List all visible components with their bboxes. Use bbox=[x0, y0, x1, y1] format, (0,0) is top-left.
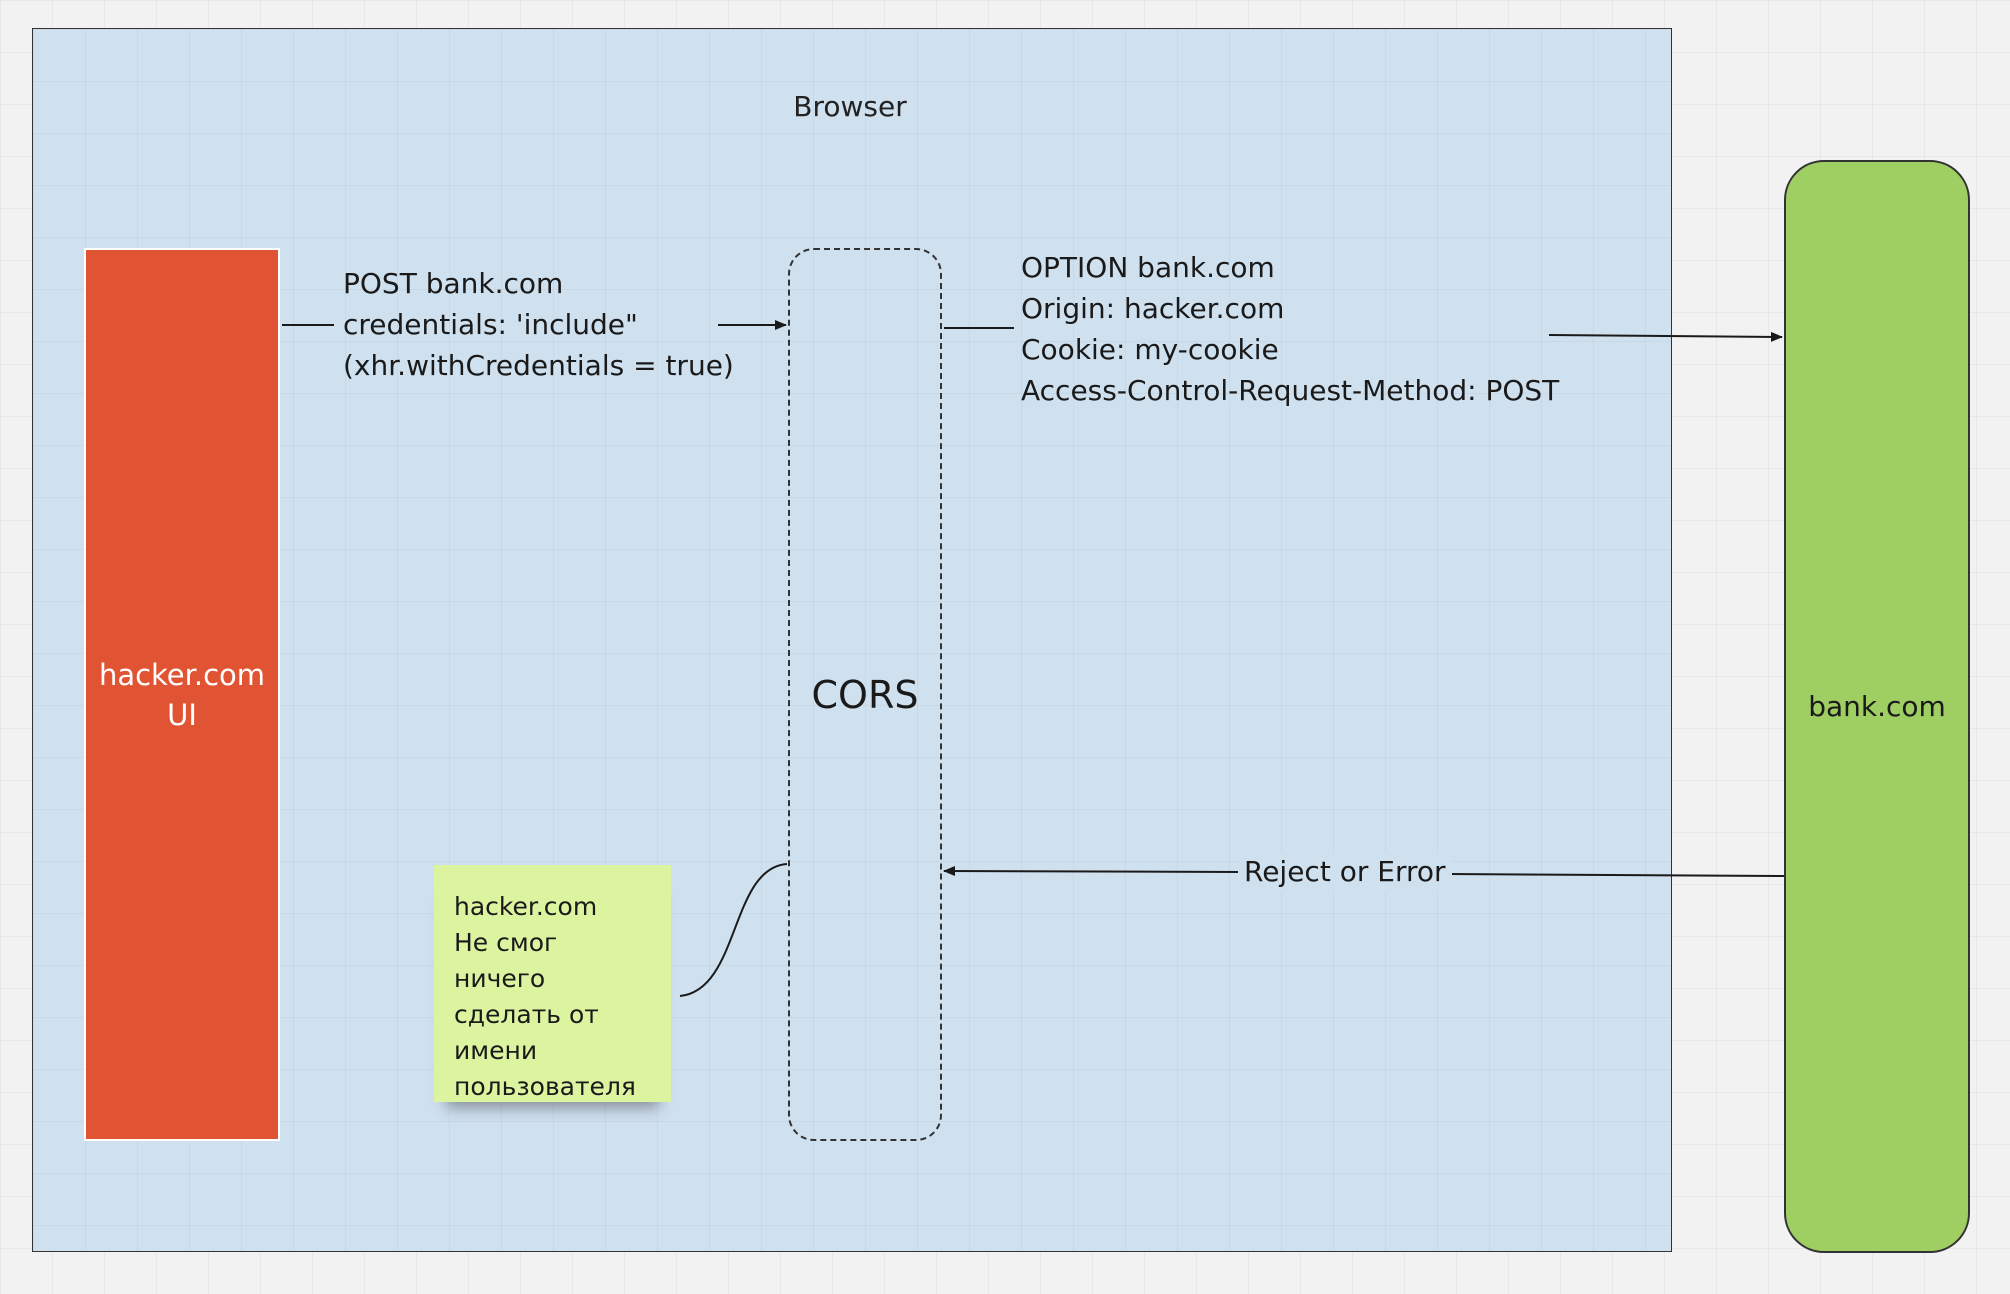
bank-server-label: bank.com bbox=[1808, 690, 1946, 723]
hacker-ui-label: hacker.com UI bbox=[98, 657, 266, 732]
preflight-arrow bbox=[1548, 331, 1783, 342]
cors-box[interactable]: CORS bbox=[788, 248, 942, 1141]
sticky-note[interactable]: hacker.com Не смог ничего сделать от име… bbox=[434, 865, 671, 1102]
response-label: Reject or Error bbox=[1238, 852, 1452, 892]
post-request-label: POST bank.com credentials: 'include" (xh… bbox=[343, 267, 734, 382]
browser-title: Browser bbox=[793, 90, 907, 123]
sticky-note-text: hacker.com Не смог ничего сделать от име… bbox=[454, 892, 636, 1101]
response-line-start bbox=[1447, 873, 1785, 877]
browser-frame bbox=[32, 28, 1672, 1252]
hacker-ui-block[interactable]: hacker.com UI bbox=[84, 248, 280, 1141]
bank-server-block[interactable]: bank.com bbox=[1784, 160, 1970, 1253]
response-arrow bbox=[943, 866, 1241, 877]
note-connector bbox=[679, 863, 788, 997]
cors-label: CORS bbox=[811, 672, 919, 717]
preflight-request-label: OPTION bank.com Origin: hacker.com Cooki… bbox=[1021, 251, 1560, 407]
